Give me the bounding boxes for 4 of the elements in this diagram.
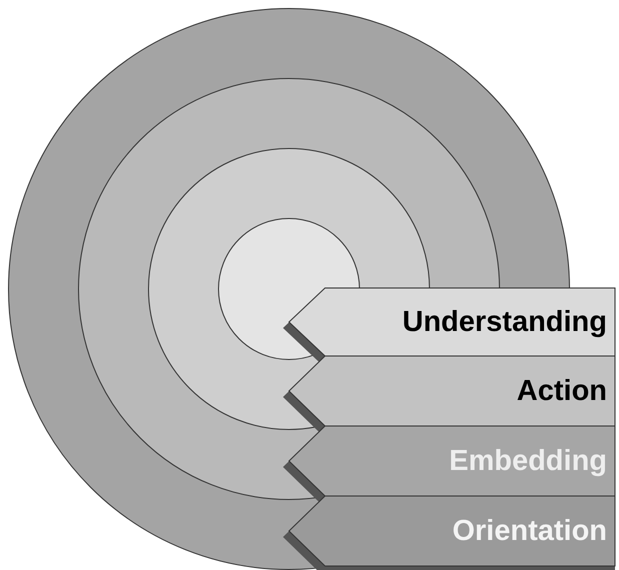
tab-label: Understanding	[402, 306, 607, 338]
tab-label: Embedding	[449, 444, 607, 478]
tab-label: Orientation	[452, 514, 607, 548]
tab-label: Action	[516, 374, 607, 408]
